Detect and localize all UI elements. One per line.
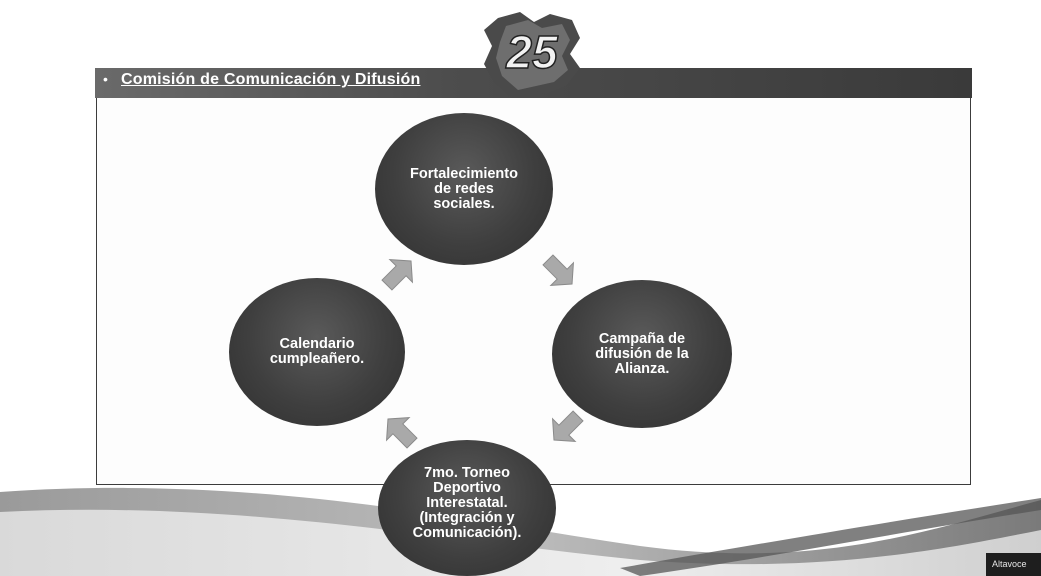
cycle-arrow-bottom-to-left — [385, 416, 418, 449]
cycle-arrow-right-to-bottom — [551, 410, 584, 443]
section-title: Comisión de Comunicación y Difusión — [121, 71, 421, 88]
cycle-node-campaign: Campaña de difusión de la Alianza. — [552, 280, 732, 428]
watermark-badge: Altavoce — [986, 553, 1041, 576]
anniversary-25-logo: 25 — [484, 12, 580, 96]
node-label-social-networks: Fortalecimiento de redes sociales. — [410, 165, 518, 212]
cycle-arrow-left-to-top — [381, 258, 414, 291]
cycle-node-social-networks: Fortalecimiento de redes sociales. — [375, 113, 553, 265]
cycle-arrow-top-to-right — [542, 254, 575, 287]
cycle-node-birthday-calendar: Calendario cumpleañero. — [229, 278, 405, 426]
cycle-node-tournament: 7mo. Torneo Deportivo Interestatal. (Int… — [378, 440, 556, 576]
node-label-tournament: 7mo. Torneo Deportivo Interestatal. (Int… — [412, 465, 522, 541]
logo-number: 25 — [505, 26, 559, 78]
node-label-campaign: Campaña de difusión de la Alianza. — [595, 330, 689, 377]
header-bullet: • — [103, 71, 108, 87]
node-label-birthday-calendar: Calendario cumpleañero. — [269, 336, 365, 367]
